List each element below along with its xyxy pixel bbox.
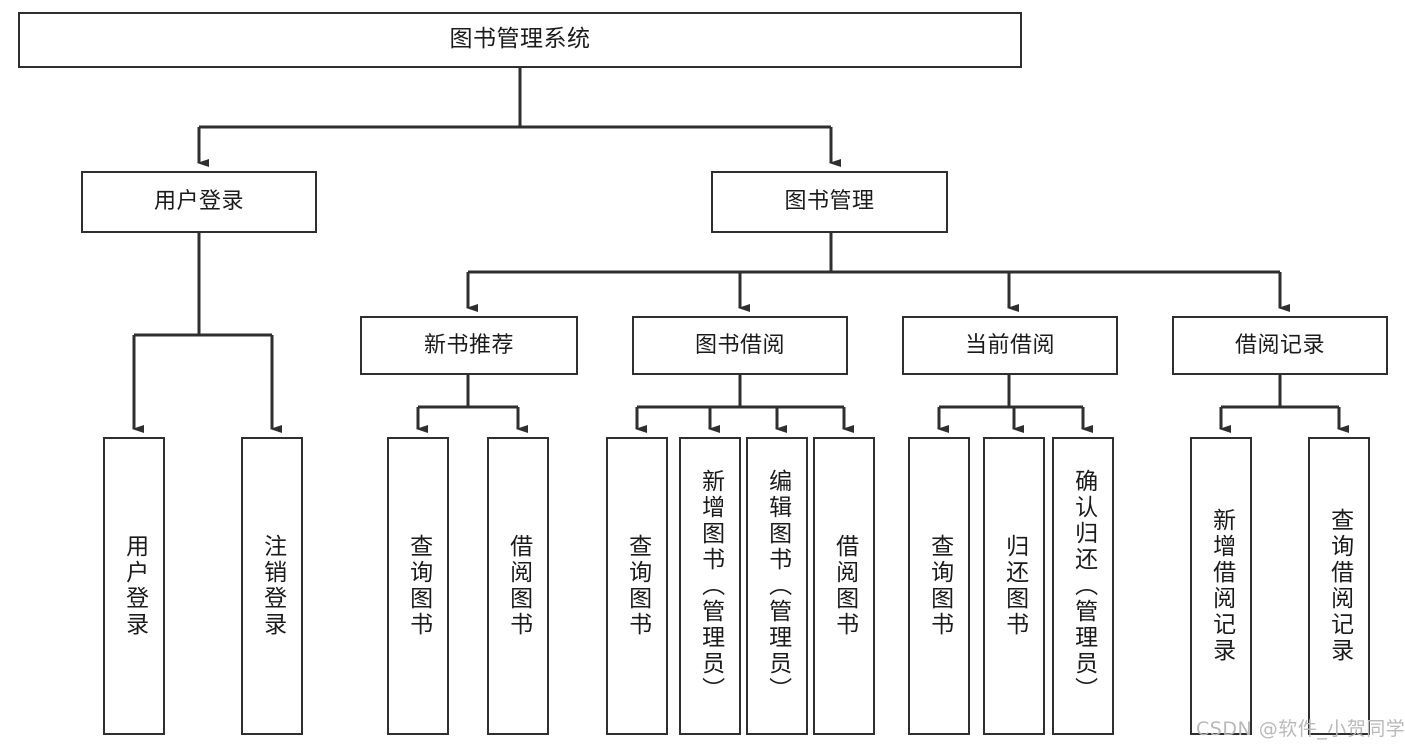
node-new-book-rec[interactable]: 新书推荐: [360, 316, 578, 375]
node-new-book-rec-label: 新书推荐: [423, 332, 514, 358]
node-leaf-query-book-2[interactable]: 查询图书: [606, 437, 668, 735]
node-leaf-borrow-book-1[interactable]: 借阅图书: [487, 437, 549, 735]
node-leaf-edit-book[interactable]: 编辑图书（管理员）: [746, 437, 808, 735]
node-book-manage-label: 图书管理: [784, 189, 875, 215]
node-user-login[interactable]: 用户登录: [81, 171, 317, 233]
node-leaf-query-record-label: 查询借阅记录: [1326, 508, 1353, 664]
node-leaf-query-book-3-label: 查询图书: [926, 534, 953, 638]
node-leaf-query-book-1[interactable]: 查询图书: [387, 437, 449, 735]
node-user-login-label: 用户登录: [153, 189, 244, 215]
node-leaf-confirm-return[interactable]: 确认归还（管理员）: [1052, 437, 1114, 735]
node-leaf-edit-book-label: 编辑图书（管理员）: [764, 469, 791, 703]
node-leaf-logout-label: 注销登录: [259, 534, 286, 638]
node-book-manage[interactable]: 图书管理: [711, 171, 948, 233]
node-leaf-confirm-return-label: 确认归还（管理员）: [1070, 469, 1097, 703]
node-leaf-borrow-book-2-label: 借阅图书: [831, 534, 858, 638]
node-leaf-add-book[interactable]: 新增图书（管理员）: [679, 437, 741, 735]
node-leaf-query-book-2-label: 查询图书: [624, 534, 651, 638]
node-leaf-add-record-label: 新增借阅记录: [1208, 508, 1235, 664]
node-leaf-query-book-1-label: 查询图书: [405, 534, 432, 638]
node-leaf-borrow-book-2[interactable]: 借阅图书: [813, 437, 875, 735]
node-leaf-return-book-label: 归还图书: [1001, 534, 1028, 638]
node-leaf-logout[interactable]: 注销登录: [241, 437, 303, 735]
node-leaf-borrow-book-1-label: 借阅图书: [505, 534, 532, 638]
node-book-borrow[interactable]: 图书借阅: [632, 316, 848, 375]
node-borrow-record[interactable]: 借阅记录: [1172, 316, 1388, 375]
node-leaf-user-login-label: 用户登录: [121, 534, 148, 638]
node-current-borrow-label: 当前借阅: [964, 332, 1055, 358]
node-borrow-record-label: 借阅记录: [1234, 332, 1325, 358]
node-root-label: 图书管理系统: [449, 26, 591, 53]
node-leaf-add-record[interactable]: 新增借阅记录: [1190, 437, 1252, 735]
node-current-borrow[interactable]: 当前借阅: [902, 316, 1118, 375]
node-leaf-return-book[interactable]: 归还图书: [983, 437, 1045, 735]
node-book-borrow-label: 图书借阅: [694, 332, 785, 358]
node-leaf-query-record[interactable]: 查询借阅记录: [1308, 437, 1370, 735]
node-root[interactable]: 图书管理系统: [18, 12, 1022, 68]
node-leaf-query-book-3[interactable]: 查询图书: [908, 437, 970, 735]
node-leaf-user-login[interactable]: 用户登录: [103, 437, 165, 735]
node-leaf-add-book-label: 新增图书（管理员）: [697, 469, 724, 703]
